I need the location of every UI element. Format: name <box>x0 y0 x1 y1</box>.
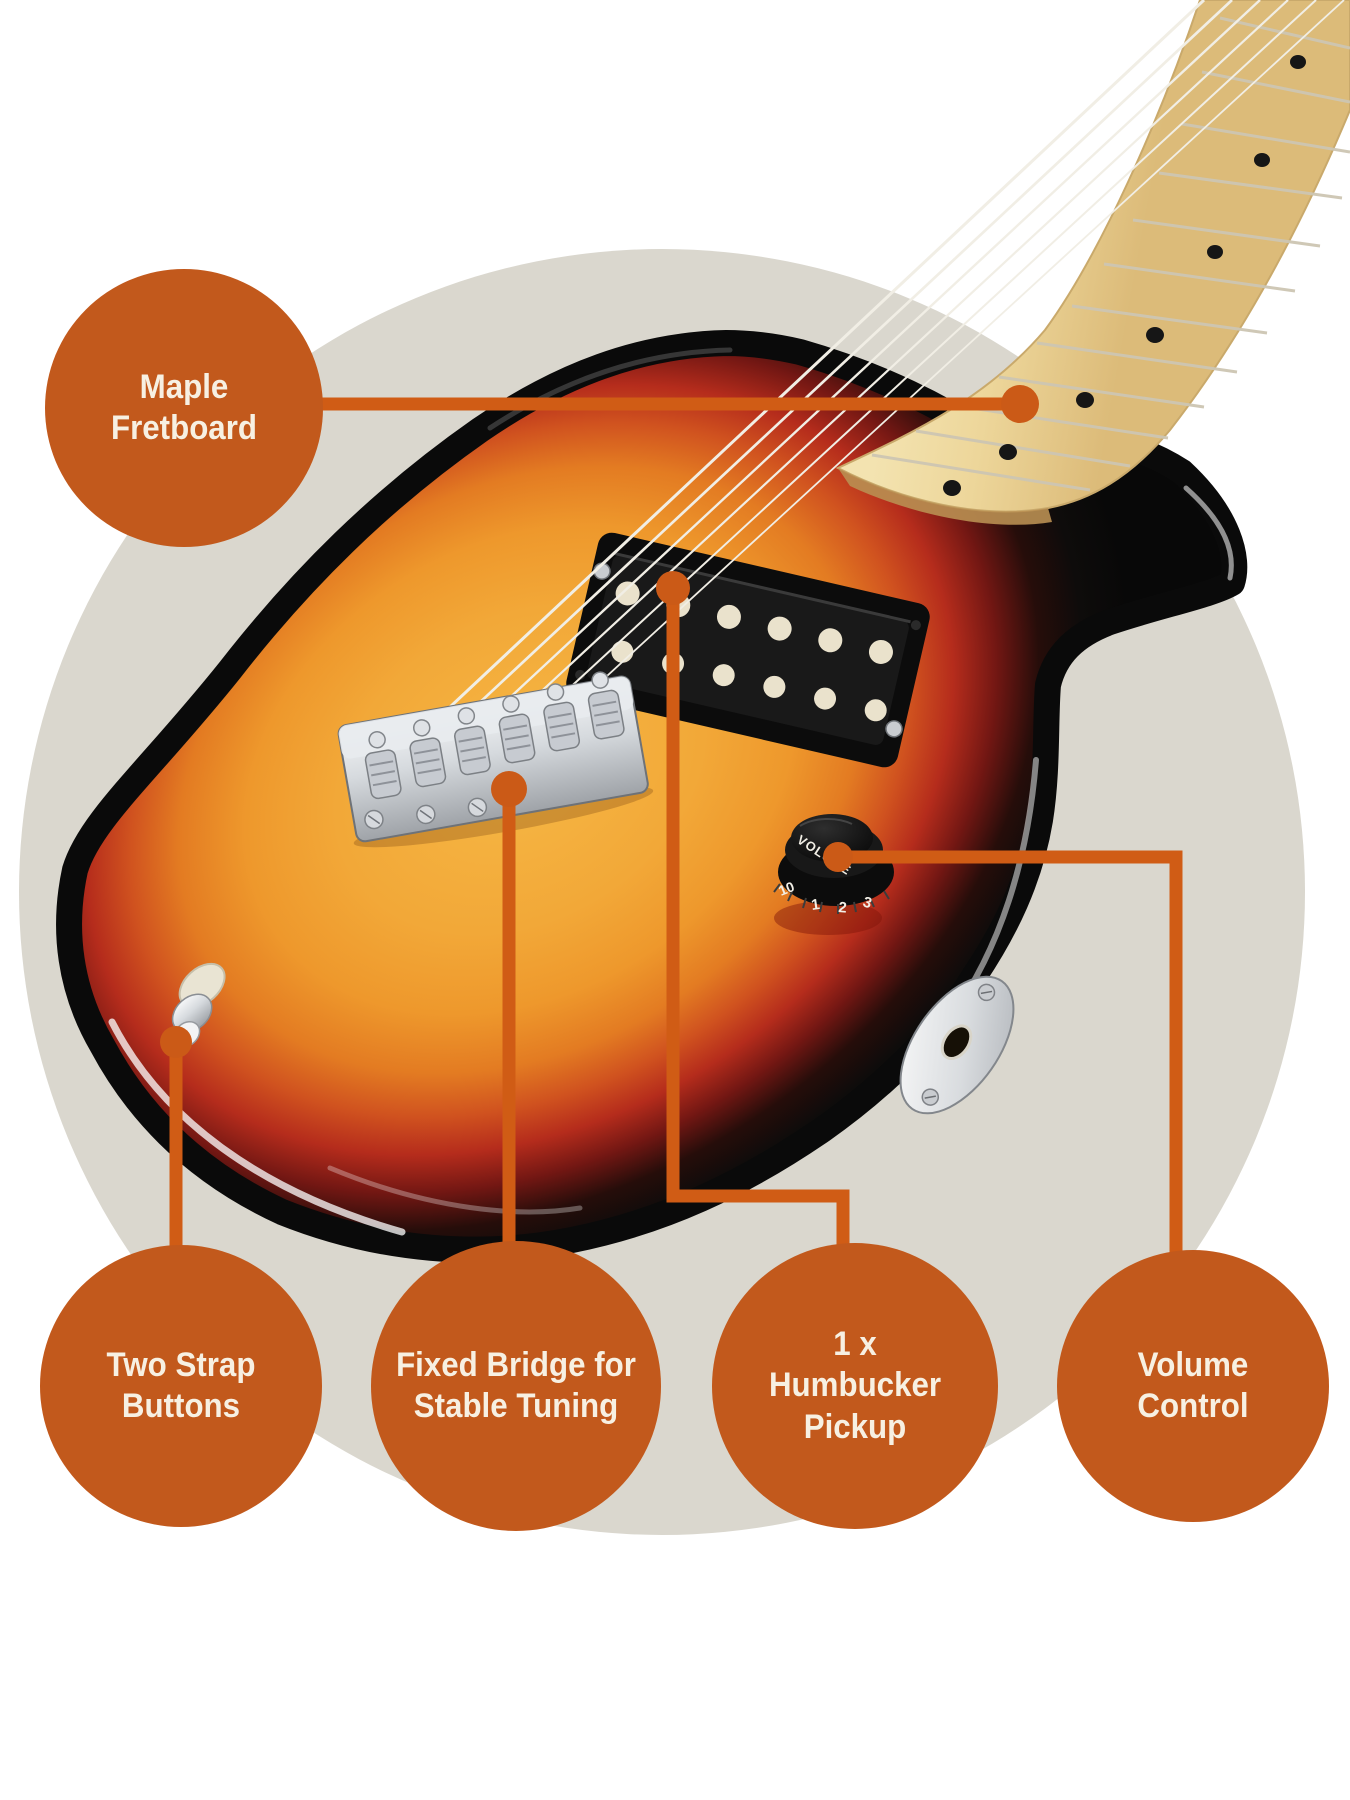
callout-label: Volume Control <box>1137 1345 1249 1425</box>
pickup-ring-screw <box>575 669 586 680</box>
callout-two-strap-buttons: Two Strap Buttons <box>40 1245 322 1527</box>
gloss-highlight-bottom <box>327 1165 583 1215</box>
bridge-saddles <box>364 671 625 800</box>
jack-hole <box>940 1024 973 1060</box>
callout-maple-fretboard: Maple Fretboard <box>45 269 323 547</box>
callout-fixed-bridge: Fixed Bridge for Stable Tuning <box>371 1241 661 1531</box>
fretboard-inlay-dots <box>943 55 1306 496</box>
guitar-neck <box>835 0 1350 525</box>
fixed-bridge <box>337 671 654 848</box>
dot-strap-button <box>160 1026 192 1058</box>
dot-bridge <box>491 771 527 807</box>
maple-fretboard <box>835 0 1350 513</box>
bridge-screws <box>364 797 488 830</box>
knob-knurling <box>773 883 890 914</box>
gloss-highlight-bottom-left <box>108 1018 406 1236</box>
knob-highlight <box>799 818 853 827</box>
dot-maple-fretboard <box>1001 385 1039 423</box>
callout-volume-control: Volume Control <box>1057 1250 1329 1522</box>
callout-label: Fixed Bridge for Stable Tuning <box>396 1345 636 1425</box>
connector-lines <box>169 397 1183 1258</box>
pickup-ring-screw <box>910 620 921 631</box>
knob-tick-10: 10 <box>776 878 797 899</box>
callout-label: Maple Fretboard <box>111 367 257 447</box>
gloss-highlight-top <box>487 347 733 431</box>
gloss-highlight-horn <box>1183 485 1234 581</box>
dot-volume <box>823 842 853 872</box>
neck-side <box>838 468 1052 525</box>
connector-humbucker <box>666 594 850 1258</box>
output-jack-plate <box>899 975 1015 1115</box>
callout-label: Two Strap Buttons <box>106 1345 256 1425</box>
connector-volume <box>838 850 1183 1258</box>
knob-tick-1: 1 <box>810 896 821 914</box>
frets <box>871 16 1350 492</box>
connector-dots <box>160 385 1039 1058</box>
knob-tick-2: 2 <box>838 899 848 917</box>
pickup-screw <box>885 720 903 738</box>
dot-humbucker <box>656 571 690 605</box>
callout-label: 1 x Humbucker Pickup <box>768 1324 942 1446</box>
callout-humbucker-pickup: 1 x Humbucker Pickup <box>712 1243 998 1529</box>
strings <box>368 0 1345 784</box>
